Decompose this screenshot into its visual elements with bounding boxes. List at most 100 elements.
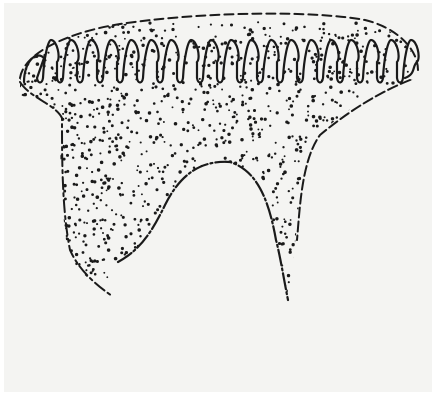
stipple-dot [43, 138, 47, 142]
stipple-dot [228, 301, 231, 304]
stipple-dot [169, 248, 171, 250]
stipple-dot [180, 143, 183, 146]
stipple-dot [181, 108, 184, 111]
stipple-dot [23, 243, 26, 246]
stipple-dot [190, 286, 192, 288]
stipple-dot [41, 171, 44, 174]
stipple-dot [377, 131, 380, 134]
stipple-dot [217, 276, 220, 279]
stipple-dot [327, 293, 329, 295]
stipple-dot [219, 204, 222, 207]
stipple-dot [259, 71, 262, 74]
stipple-dot [333, 192, 335, 194]
stipple-dot [40, 214, 43, 217]
stipple-dot [311, 57, 314, 60]
stipple-dot [78, 137, 80, 139]
stipple-dot [371, 153, 373, 155]
stipple-dot [68, 216, 71, 219]
stipple-dot [39, 161, 41, 163]
stipple-dot [252, 237, 254, 239]
stipple-dot [29, 200, 32, 203]
stipple-dot [311, 158, 315, 162]
stipple-dot [202, 184, 206, 188]
stipple-dot [405, 260, 407, 262]
stipple-dot [408, 165, 410, 167]
stipple-dot [392, 247, 395, 250]
stipple-dot [403, 244, 406, 247]
stipple-dot [187, 121, 190, 124]
stipple-dot [290, 201, 293, 204]
stipple-dot [244, 292, 247, 295]
stipple-dot [216, 110, 219, 113]
stipple-dot [52, 201, 54, 203]
stipple-dot [269, 110, 271, 112]
stipple-dot [307, 115, 309, 117]
stipple-dot [93, 259, 96, 262]
stipple-dot [58, 227, 60, 229]
stipple-dot [353, 249, 355, 251]
stipple-dot [322, 28, 325, 31]
stipple-dot [415, 174, 417, 176]
stipple-dot [320, 184, 323, 187]
stipple-dot [345, 184, 348, 187]
stipple-dot [88, 100, 92, 104]
stipple-dot [99, 219, 101, 221]
stipple-dot [347, 297, 349, 299]
stipple-dot [316, 200, 319, 203]
outline-strokes [20, 14, 419, 300]
stipple-dot [105, 204, 107, 206]
stipple-dot [288, 223, 291, 226]
stipple-dot [267, 169, 270, 172]
stipple-dot [67, 265, 70, 268]
stipple-dot [329, 85, 332, 88]
stipple-dot [199, 265, 202, 268]
stipple-dot [276, 196, 278, 198]
stipple-dot [366, 216, 369, 219]
stipple-dot [318, 280, 321, 283]
stipple-dot [400, 265, 403, 268]
stipple-dot [209, 87, 211, 89]
stipple-dot [80, 25, 83, 28]
stipple-dot [291, 196, 294, 199]
stipple-dot [255, 238, 259, 242]
stipple-dot [226, 293, 228, 295]
stipple-dot [74, 89, 77, 92]
stipple-dot [212, 61, 215, 64]
stipple-dot [44, 138, 46, 140]
stipple-dot [153, 102, 156, 105]
stipple-dot [412, 198, 415, 201]
stipple-dot [268, 237, 271, 240]
stipple-dot [53, 103, 55, 105]
stipple-dot [209, 77, 212, 80]
stipple-dot [368, 276, 371, 279]
stipple-dot [156, 208, 159, 211]
stipple-dot [241, 210, 244, 213]
stipple-dot [92, 116, 94, 118]
stipple-dot [139, 294, 141, 296]
stipple-dot [36, 232, 38, 234]
stipple-dot [55, 226, 57, 228]
stipple-dot [97, 168, 100, 171]
stipple-dot [104, 174, 107, 177]
stipple-dot [275, 217, 278, 220]
stipple-dot [199, 188, 203, 192]
stipple-dot [241, 103, 244, 106]
stipple-dot [277, 202, 279, 204]
stipple-dot [299, 295, 301, 297]
stipple-dot [372, 227, 375, 230]
stipple-dot [268, 253, 271, 256]
stipple-dot [187, 220, 190, 223]
stipple-dot [409, 177, 411, 179]
stipple-dot [364, 209, 367, 212]
stipple-dot [354, 22, 357, 25]
stipple-dot [264, 118, 267, 121]
stipple-dot [166, 227, 168, 229]
stipple-dot [78, 232, 80, 234]
stipple-dot [293, 287, 296, 290]
stipple-dot [330, 261, 333, 264]
stipple-dot [392, 160, 395, 163]
stipple-dot [82, 240, 84, 242]
stipple-dot [139, 171, 142, 174]
stipple-dot [194, 160, 196, 162]
stipple-dot [333, 172, 335, 174]
